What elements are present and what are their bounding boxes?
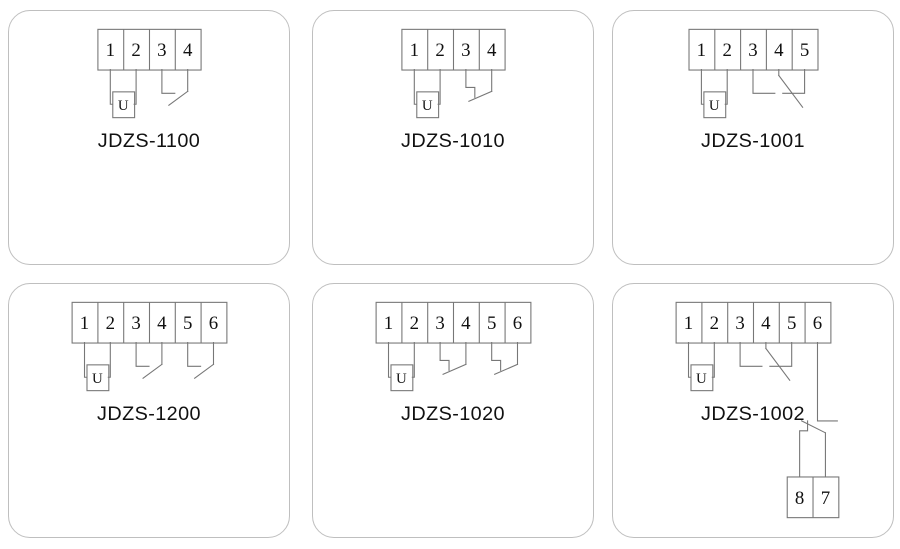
terminal-number: 3 xyxy=(157,40,166,61)
coil-label: U xyxy=(696,371,707,387)
terminal-number: 4 xyxy=(487,40,497,61)
coil-label: U xyxy=(92,371,103,387)
terminal-number: 3 xyxy=(131,313,140,334)
terminal-number: 2 xyxy=(435,40,444,61)
contact-switch-stepped xyxy=(491,341,519,376)
contact-switch-stepped xyxy=(465,68,493,103)
terminal-number: 6 xyxy=(813,313,822,334)
terminal-number: 2 xyxy=(106,313,115,334)
terminal-number: 4 xyxy=(761,313,771,334)
coil-u: U xyxy=(413,68,441,119)
terminal-number: 1 xyxy=(684,313,693,334)
coil-label: U xyxy=(396,371,407,387)
coil-label: U xyxy=(709,98,720,114)
terminal-number: 5 xyxy=(800,40,809,61)
model-label: JDZS-1200 xyxy=(97,403,201,425)
terminal-number: 1 xyxy=(106,40,115,61)
terminal-number: 3 xyxy=(748,40,757,61)
contact-switch-simple xyxy=(161,68,189,107)
model-label: JDZS-1020 xyxy=(401,403,505,425)
coil-u: U xyxy=(700,68,728,119)
contact-switch-changeover xyxy=(739,341,793,382)
terminal-number: 5 xyxy=(487,313,496,334)
terminal-number: 4 xyxy=(183,40,193,61)
model-label: JDZS-1002 xyxy=(701,403,805,425)
terminal-number: 1 xyxy=(80,313,89,334)
terminal-number: 3 xyxy=(435,313,444,334)
coil-u: U xyxy=(687,341,715,392)
terminal-number: 4 xyxy=(157,313,167,334)
coil-label: U xyxy=(118,98,129,114)
contact-switch-changeover xyxy=(752,68,806,109)
terminal-number: 5 xyxy=(787,313,796,334)
terminal-number: 4 xyxy=(461,313,471,334)
aux-terminal-number: 7 xyxy=(821,488,830,509)
terminal-number: 1 xyxy=(697,40,706,61)
model-label: JDZS-1001 xyxy=(701,130,805,152)
contact-switch-simple xyxy=(135,341,163,380)
terminal-number: 2 xyxy=(710,313,719,334)
terminal-number: 3 xyxy=(735,313,744,334)
coil-u: U xyxy=(387,341,415,392)
terminal-number: 3 xyxy=(461,40,470,61)
terminal-number: 6 xyxy=(209,313,218,334)
terminal-number: 1 xyxy=(384,313,393,334)
terminal-number: 4 xyxy=(774,40,784,61)
terminal-number: 2 xyxy=(131,40,140,61)
coil-u: U xyxy=(109,68,137,119)
aux-terminal-number: 8 xyxy=(795,488,804,509)
coil-u: U xyxy=(83,341,111,392)
terminal-number: 2 xyxy=(410,313,419,334)
model-label: JDZS-1010 xyxy=(401,130,505,152)
coil-label: U xyxy=(422,98,433,114)
model-label: JDZS-1100 xyxy=(98,130,200,152)
terminal-number: 2 xyxy=(722,40,731,61)
contact-switch-simple xyxy=(187,341,215,380)
terminal-number: 1 xyxy=(410,40,419,61)
terminal-number: 5 xyxy=(183,313,192,334)
terminal-number: 6 xyxy=(513,313,522,334)
contact-switch-stepped xyxy=(439,341,467,376)
